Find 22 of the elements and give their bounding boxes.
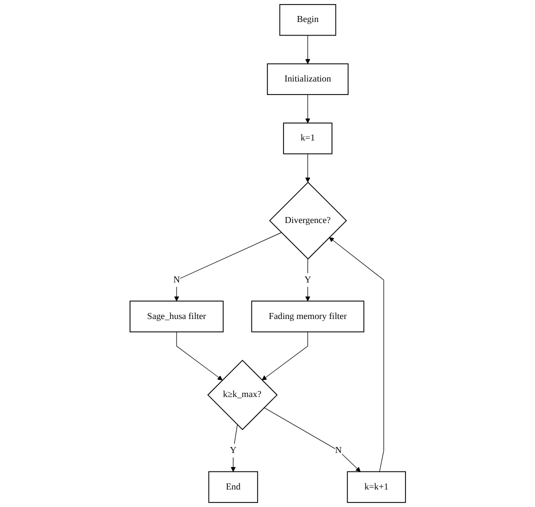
arrow <box>262 332 308 380</box>
node-box: k=1 <box>282 122 332 154</box>
node-diamond: Divergence? <box>268 182 347 260</box>
node-box: Sage_husa filter <box>129 300 224 332</box>
arrow <box>230 424 238 472</box>
arrow <box>304 94 310 124</box>
arrow <box>264 407 360 472</box>
edge-label: Y <box>230 445 236 456</box>
edge-label: Y <box>304 274 311 285</box>
node-diamond: k≥k_max? <box>207 360 278 430</box>
node-box: k=k+1 <box>346 471 406 503</box>
arrow <box>304 35 310 64</box>
arrow <box>174 232 282 302</box>
arrow <box>328 237 384 472</box>
edge-label: N <box>334 445 342 456</box>
arrow <box>176 332 222 380</box>
edge-label: N <box>173 274 180 285</box>
node-box: Fading memory filter <box>250 300 364 332</box>
node-box: Initialization <box>266 63 348 95</box>
arrow <box>304 154 310 183</box>
node-box: End <box>208 471 258 503</box>
node-box: Begin <box>279 4 336 36</box>
